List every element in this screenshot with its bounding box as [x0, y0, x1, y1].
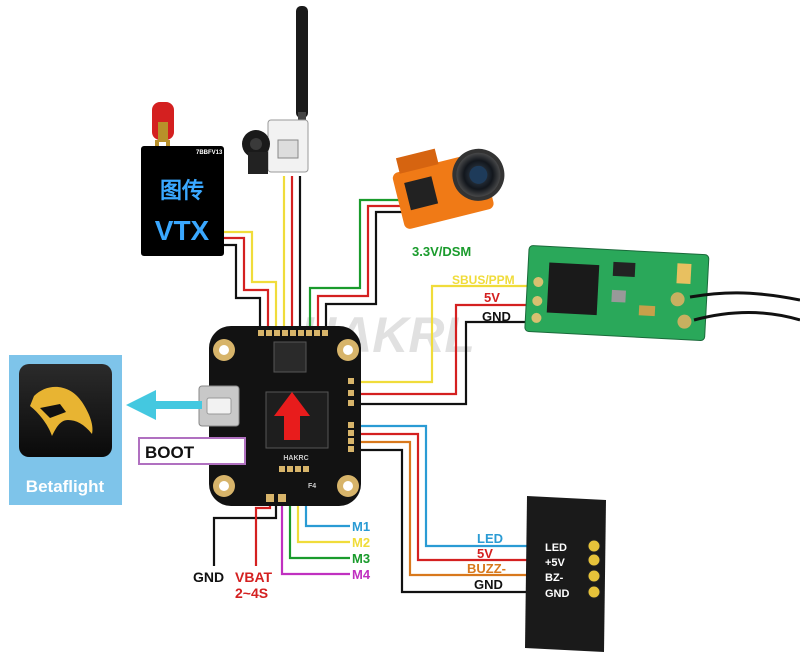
led-wire-label-led: LED	[477, 531, 503, 546]
led-wire-label-gnd: GND	[474, 577, 503, 592]
wire-vtx-gnd	[222, 243, 262, 336]
rx-pin-5v: 5V	[484, 290, 500, 305]
motor-label-m3: M3	[352, 551, 370, 566]
wire-led-buzz	[350, 440, 550, 577]
wires	[212, 176, 550, 594]
usb-arrow	[126, 390, 202, 420]
rx-pin-3v3-dsm: 3.3V/DSM	[412, 244, 471, 259]
wire-led-5v	[350, 432, 550, 562]
rx-pin-sbus-ppm: SBUS/PPM	[452, 273, 515, 287]
fpv-camera	[392, 148, 505, 229]
led-board-body	[525, 496, 606, 652]
wire-camera-green	[308, 198, 420, 336]
wire-rx-5v	[350, 303, 540, 396]
wire-led-data	[350, 424, 550, 548]
fc-model: F4	[308, 483, 316, 490]
boot-label: BOOT	[145, 443, 195, 462]
rx-pin-gnd: GND	[482, 309, 511, 324]
receiver-antenna-1	[689, 291, 800, 302]
receiver-antenna-2	[693, 310, 800, 322]
betaflight-app-icon: Betaflight	[9, 355, 122, 505]
power-gnd-label: GND	[193, 569, 224, 585]
wire-vbat	[254, 500, 272, 566]
wire-camera-red	[316, 204, 420, 336]
antenna	[296, 6, 308, 118]
motor-label-m1: M1	[352, 519, 370, 534]
wire-led-gnd	[350, 448, 550, 594]
motor-label-m4: M4	[352, 567, 371, 582]
led-wire-label-buzz: BUZZ-	[467, 561, 506, 576]
boot-label-box	[138, 437, 246, 465]
osd-chip	[273, 341, 307, 373]
motor-label-m2: M2	[352, 535, 370, 550]
receiver	[524, 245, 710, 342]
led-pad-bz: BZ-	[545, 572, 564, 584]
vtx-body	[141, 146, 224, 256]
led-buzzer-board: LED +5V BZ- GND	[525, 496, 606, 652]
vtx-label-cn: 图传	[160, 178, 204, 203]
wire-gnd	[212, 500, 278, 566]
betaflight-label: Betaflight	[26, 477, 105, 496]
power-cells-label: 2~4S	[235, 585, 268, 601]
wire-vtx-power	[222, 236, 270, 336]
fc-brand: HAKRC	[283, 455, 308, 462]
vtx-label: VTX	[155, 215, 210, 246]
vtx-model: 7BBFV13	[196, 150, 223, 156]
wire-rx-gnd	[350, 320, 540, 406]
camera-vtx-combo	[242, 6, 309, 174]
wire-vtx-video	[222, 230, 278, 336]
power-vbat-label: VBAT	[235, 569, 273, 585]
wire-rx-sbus	[350, 284, 540, 384]
led-wire-label-5v: 5V	[477, 546, 493, 561]
led-pad-5v: +5V	[545, 557, 566, 569]
led-pad-led: LED	[545, 542, 567, 554]
orientation-arrow	[274, 392, 310, 440]
antenna-connector-red	[152, 102, 174, 140]
led-pad-gnd: GND	[545, 588, 570, 600]
wire-camera-black	[324, 210, 420, 336]
vtx-module: 7BBFV13 图传 VTX	[141, 102, 224, 256]
